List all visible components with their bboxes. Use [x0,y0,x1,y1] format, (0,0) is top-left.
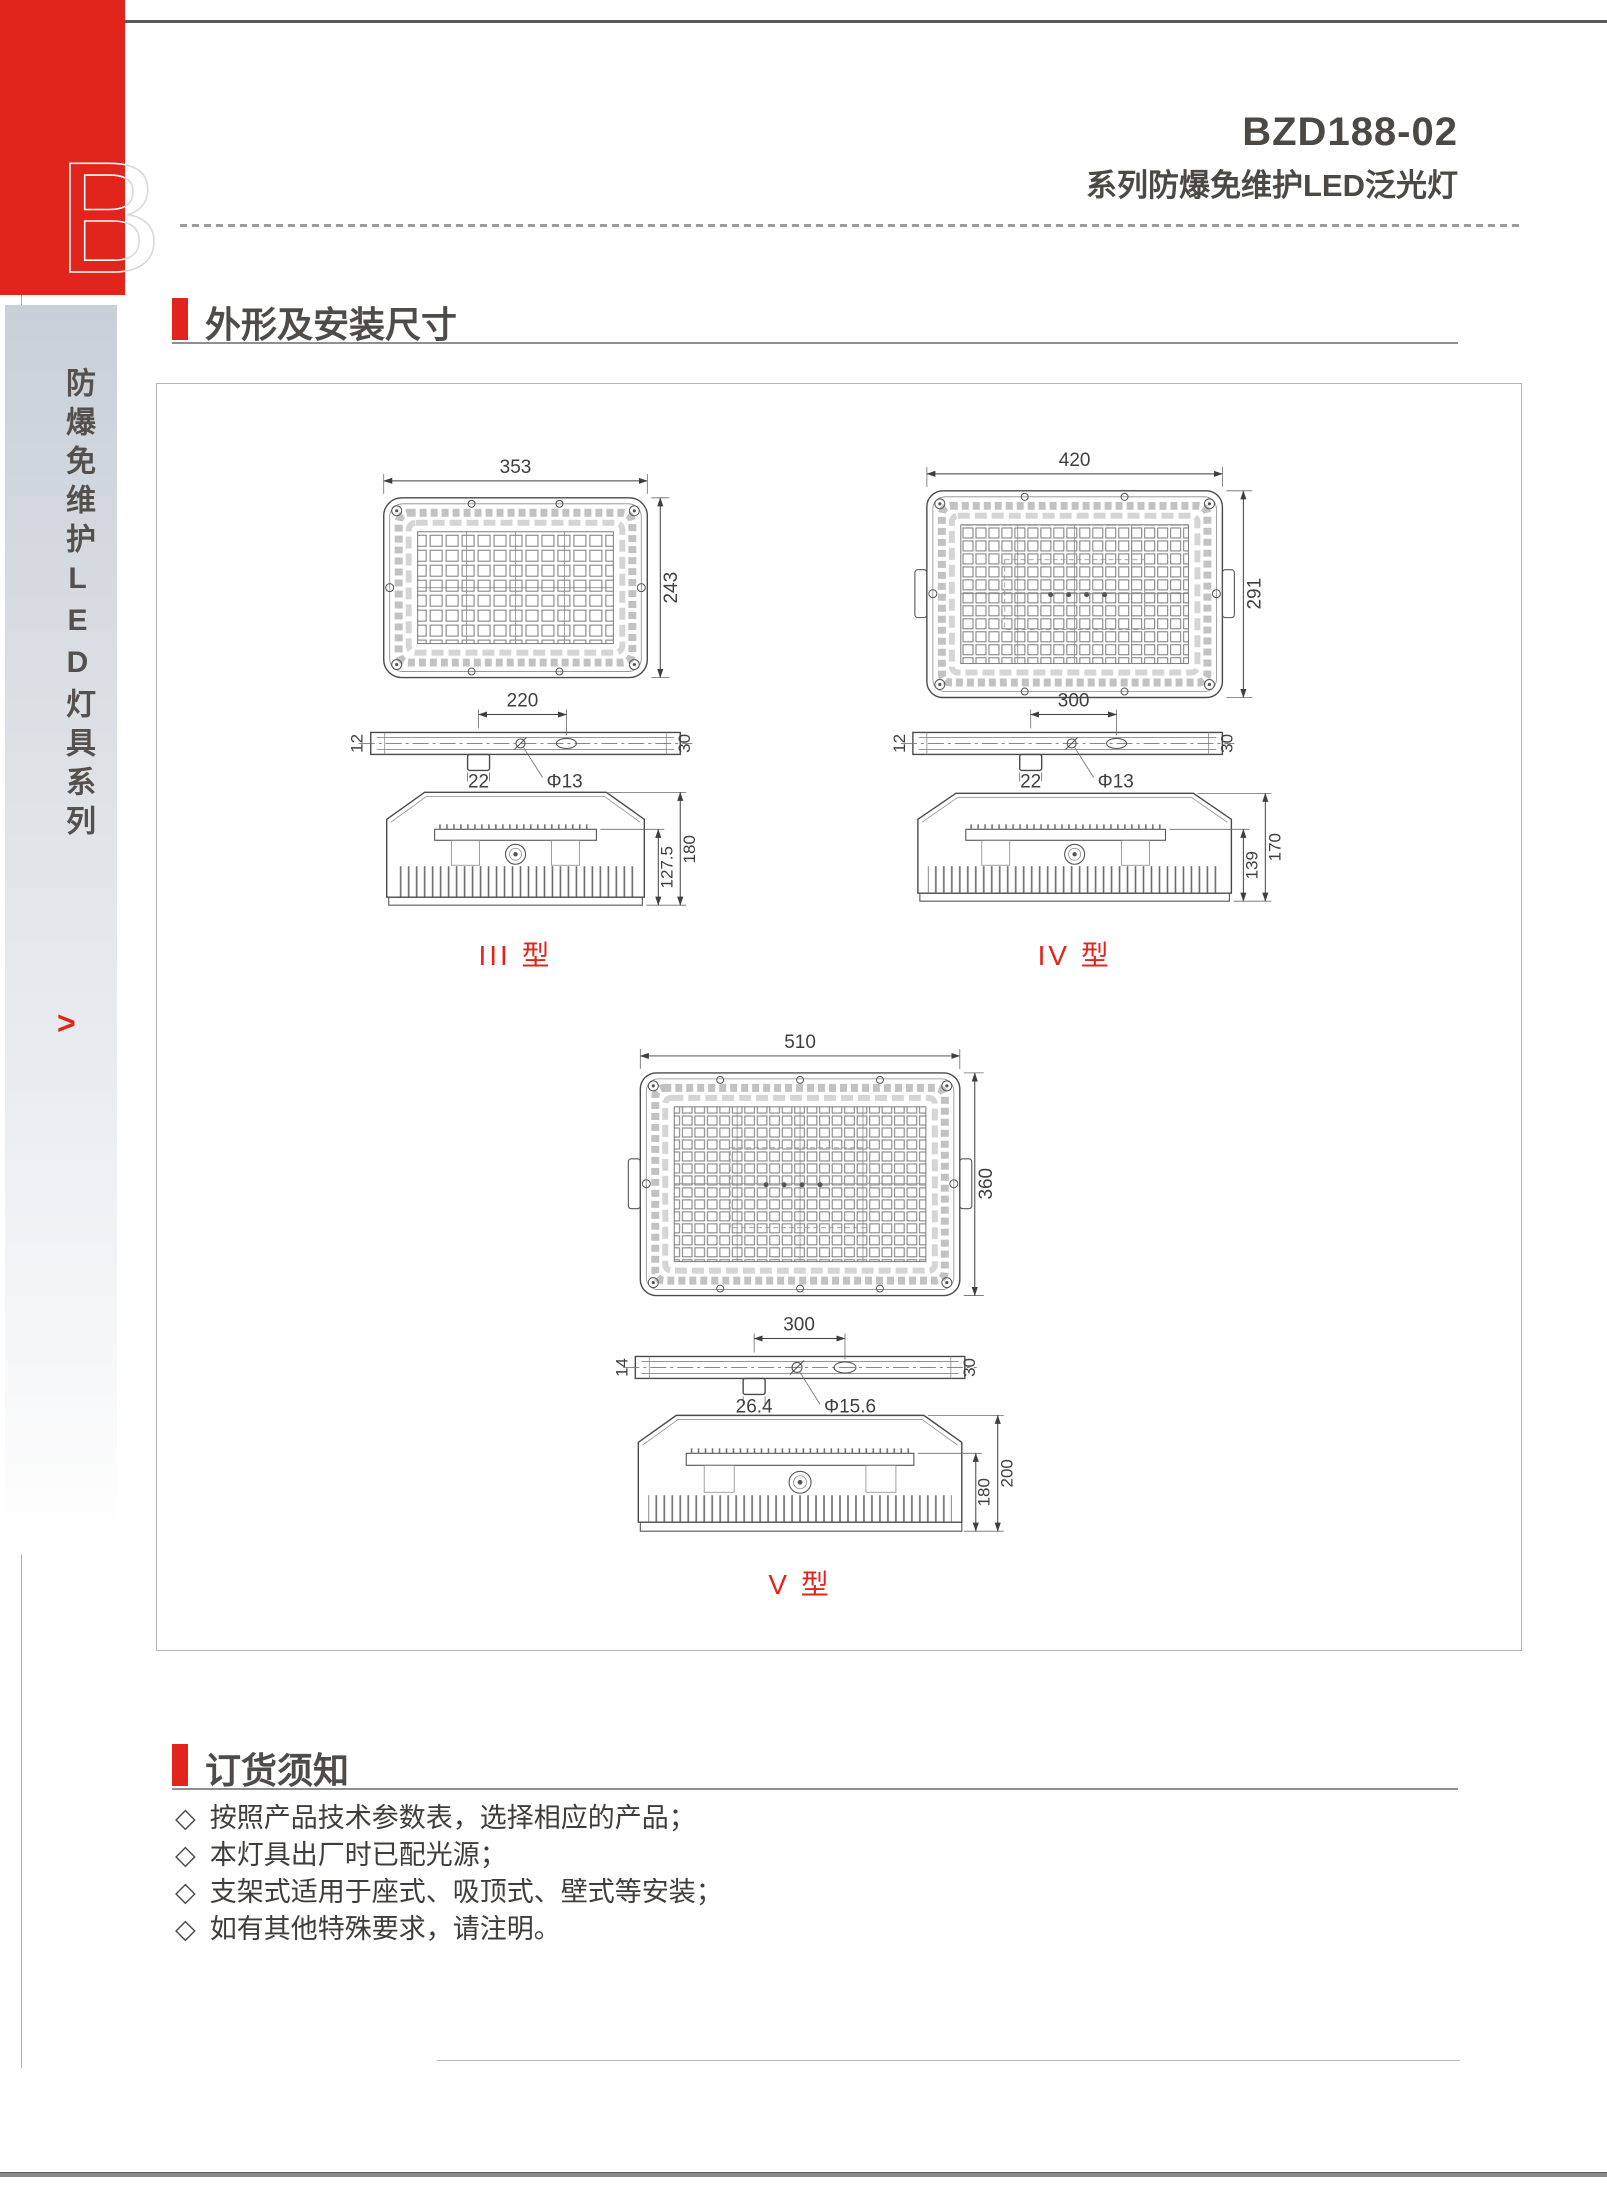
drawing-type-v: 510 360 300 14 30 26.4 [612,1032,1016,1600]
section-accent-bar [172,1744,188,1786]
dim-iv-side-total: 170 [1265,833,1284,861]
diamond-bullet-icon: ◇ [175,1877,196,1907]
type-iii-front-view: 353 243 [383,457,682,679]
dim-v-front-width: 510 [784,1032,816,1053]
type-iv-front-view: 420 291 [914,450,1265,699]
dim-iii-front-height: 243 [661,572,682,604]
section-title: 外形及安装尺寸 [205,304,458,345]
type-iv-label: IV 型 [1038,940,1112,971]
dim-iii-bracket-span: 220 [507,690,539,711]
dim-iii-side-total: 180 [680,835,699,863]
note-text: 本灯具出厂时已配光源； [209,1840,507,1870]
sidebar-series-label: 防爆免维护LED灯具系列 [61,367,94,844]
diamond-bullet-icon: ◇ [175,1803,196,1833]
ordering-note-item: ◇ 按照产品技术参数表，选择相应的产品； [175,1800,723,1837]
logo-b-icon: B B [0,0,163,295]
dim-iv-bracket-hole: Φ13 [1098,771,1134,792]
section-underline [172,1788,1458,1790]
sidebar-series-band: 防爆免维护LED灯具系列 > [5,305,117,1555]
dim-v-bracket-span: 300 [783,1315,815,1336]
logo-letter: B [57,130,162,306]
type-iii-label: III 型 [479,940,553,971]
dim-iii-bracket-tab: 22 [468,771,489,792]
type-iii-side-view: 127.5 180 [386,791,699,906]
page-title-model: BZD188-02 [1242,110,1458,154]
dim-iv-front-height: 291 [1244,578,1265,610]
type-v-bracket-view: 300 14 30 26.4 Φ15.6 [612,1315,978,1418]
top-rule [125,20,1607,23]
dim-iv-front-width: 420 [1059,450,1091,471]
dim-iv-bracket-right: 30 [1217,734,1236,753]
drawing-type-iii: 353 243 220 12 30 22 [348,457,699,971]
dim-v-bracket-tab: 26.4 [736,1396,773,1417]
type-iii-bracket-view: 220 12 30 22 Φ13 [348,690,694,792]
dim-iii-bracket-hole: Φ13 [546,771,582,792]
dim-iii-front-width: 353 [500,457,532,478]
dim-v-front-height: 360 [976,1168,997,1200]
type-iv-side-view: 139 170 [917,792,1284,902]
diamond-bullet-icon: ◇ [175,1914,196,1944]
drawing-type-iv: 420 291 300 12 30 22 [890,450,1284,971]
ordering-notes-list: ◇ 按照产品技术参数表，选择相应的产品； ◇ 本灯具出厂时已配光源； ◇ 支架式适用于… [175,1800,723,1948]
ordering-note-item: ◇ 如有其他特殊要求，请注明。 [175,1911,723,1948]
note-text: 按照产品技术参数表，选择相应的产品； [209,1803,696,1833]
note-text: 如有其他特殊要求，请注明。 [209,1914,561,1944]
type-v-side-view: 180 200 [637,1414,1017,1532]
page-title-series: 系列防爆免维护LED泛光灯 [1086,168,1458,203]
type-iv-bracket-view: 300 12 30 22 Φ13 [890,690,1236,792]
dim-iv-side-inner: 139 [1242,851,1261,879]
dim-v-side-total: 200 [998,1459,1017,1487]
ordering-note-item: ◇ 本灯具出厂时已配光源； [175,1837,723,1874]
footer-bar [0,2172,1607,2177]
type-v-front-view: 510 360 [627,1032,997,1297]
dim-iii-side-inner: 127.5 [657,846,676,888]
svg-text:B: B [57,130,162,306]
technical-drawings: 353 243 220 12 30 22 [348,450,1285,1600]
footer-thin-rule [437,2060,1460,2061]
ordering-note-item: ◇ 支架式适用于座式、吸顶式、壁式等安装； [175,1874,723,1911]
diamond-bullet-icon: ◇ [175,1840,196,1870]
dim-v-side-inner: 180 [975,1478,994,1506]
dim-iii-bracket-right: 30 [675,734,694,753]
section-underline [172,342,1458,344]
sidebar-arrow-glyph: > [57,1005,76,1041]
note-text: 支架式适用于座式、吸顶式、壁式等安装； [209,1877,723,1907]
dim-iv-bracket-left: 12 [890,734,909,753]
dim-v-bracket-hole: Φ15.6 [824,1396,876,1417]
dim-iv-bracket-span: 300 [1058,690,1090,711]
dim-iii-bracket-left: 12 [348,734,367,753]
dim-iv-bracket-tab: 22 [1020,771,1041,792]
dim-v-bracket-left: 14 [612,1358,631,1377]
drawings-panel: 353 243 220 12 30 22 [156,383,1522,1651]
brand-logo: B B [0,0,163,295]
dim-v-bracket-right: 30 [960,1358,979,1377]
type-v-label: V 型 [768,1569,831,1600]
section-title: 订货须知 [205,1750,350,1791]
section-accent-bar [172,298,188,340]
dashed-divider [180,224,1520,227]
